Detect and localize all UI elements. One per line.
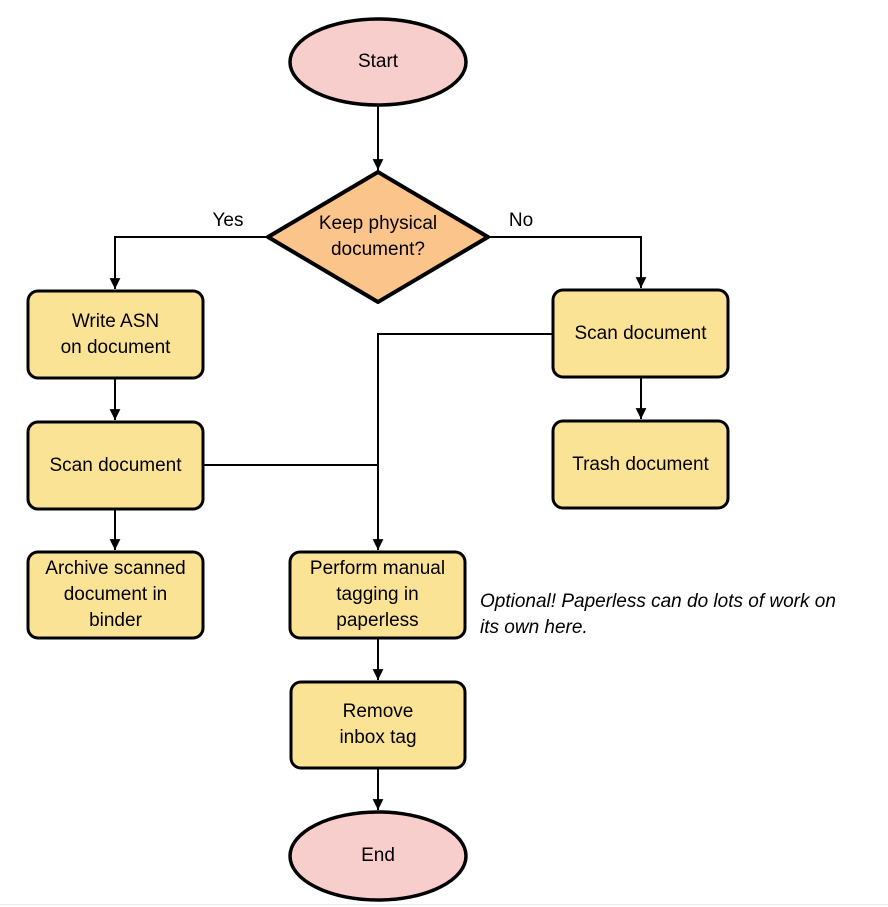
optional-note-text: Optional! Paperless can do lots of work … [480, 591, 836, 638]
start-terminal-shape [288, 17, 468, 107]
archive-box-shape [26, 550, 205, 640]
end-terminal-shape [288, 810, 468, 902]
remove-inbox-tag-box-shape [289, 680, 467, 770]
bottom-divider [0, 904, 888, 905]
scan-document-left-box-shape [26, 420, 205, 511]
edge-scan-right-to-tagging [372, 333, 553, 550]
edge-decision-yes-to-write-asn [109, 236, 268, 289]
yes-edge-label: Yes [212, 210, 244, 231]
manual-tagging-box-shape [288, 550, 467, 640]
edge-decision-no-to-scan-right [488, 236, 647, 288]
trash-document-box-shape [551, 419, 730, 510]
scan-document-right-box-shape [551, 288, 730, 379]
no-edge-label: No [508, 210, 534, 231]
write-asn-box-shape [26, 289, 205, 380]
decision-diamond-shape [266, 170, 490, 304]
